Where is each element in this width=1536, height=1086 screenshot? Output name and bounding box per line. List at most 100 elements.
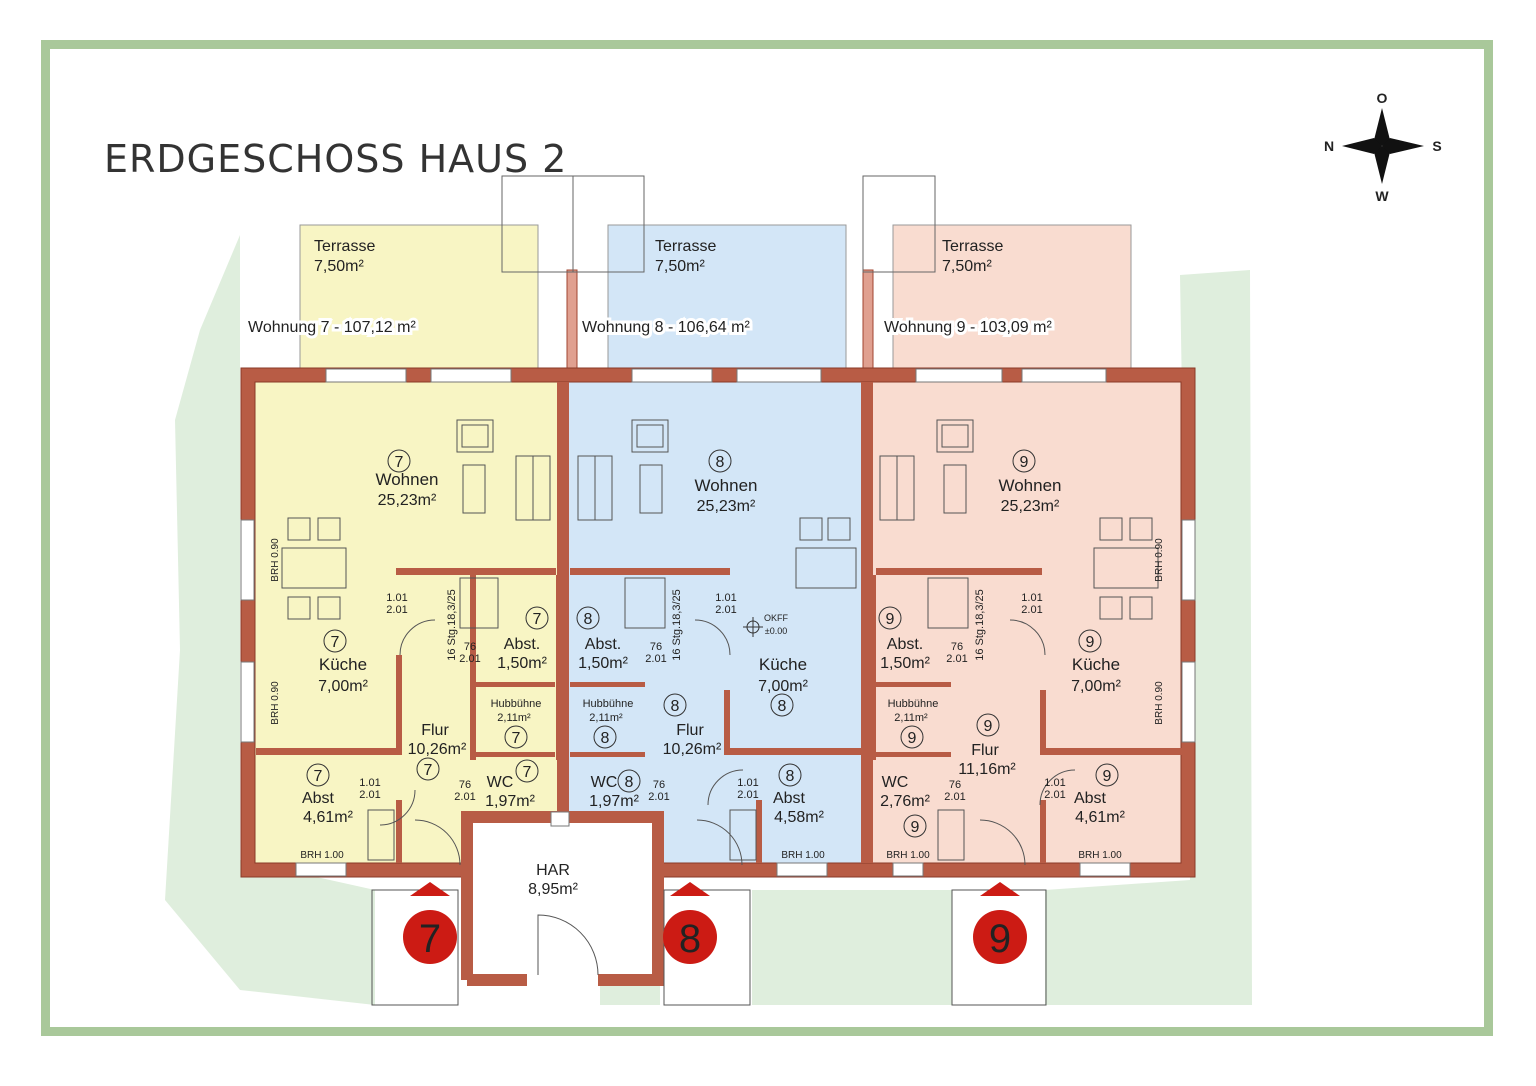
door-dim: 1.01 xyxy=(386,592,407,604)
wc-label: WC xyxy=(882,774,909,791)
okff-value: ±0.00 xyxy=(765,626,787,636)
kueche-area: 7,00m² xyxy=(758,678,808,695)
entry-arrow-icon xyxy=(410,882,450,896)
abstellraum-small-label: Abst. xyxy=(887,636,923,653)
unit-number-circle xyxy=(306,763,330,787)
windows-side xyxy=(240,519,1196,743)
unit-number-circle xyxy=(708,449,732,473)
door-dim: 2.01 xyxy=(454,791,475,803)
hubbuehne-label: Hubbühne xyxy=(583,698,634,710)
abstellraum-small-area: 1,50m² xyxy=(578,655,628,672)
entry-arrow-icon xyxy=(670,882,710,896)
unit-8-floor xyxy=(564,380,870,865)
entry-number: 7 xyxy=(419,917,441,961)
terrace-divider xyxy=(862,269,874,371)
unit-number: 9 xyxy=(1103,768,1112,785)
door-dim: 1.01 xyxy=(359,777,380,789)
garden-left xyxy=(165,235,375,1005)
unit-number-circle xyxy=(323,629,347,653)
unit-number: 7 xyxy=(424,762,433,779)
unit-number-circle xyxy=(525,606,549,630)
wc-label: WC xyxy=(487,774,514,791)
wohnen-area: 25,23m² xyxy=(697,498,756,515)
unit-number: 7 xyxy=(533,611,542,628)
garden-right xyxy=(1045,270,1252,1005)
terrasse-label: Terrasse xyxy=(942,238,1003,255)
unit-number-circle xyxy=(1078,629,1102,653)
garden-mid xyxy=(752,890,952,1005)
unit-number: 9 xyxy=(911,819,920,836)
terrasse-8 xyxy=(607,224,847,371)
terrasse-area: 7,50m² xyxy=(942,258,992,275)
door-dim: 2.01 xyxy=(737,789,758,801)
flur-label: Flur xyxy=(971,742,999,759)
unit-number: 9 xyxy=(984,718,993,735)
abstellraum-label: Abst xyxy=(773,790,806,807)
brh-label: BRH 0.90 xyxy=(1154,681,1165,725)
wc-area: 2,76m² xyxy=(880,793,930,810)
hubbuehne-area: 2,11m² xyxy=(894,712,928,724)
unit-number: 7 xyxy=(395,454,404,471)
unit-number-circle xyxy=(770,693,794,717)
door-dim: 2.01 xyxy=(1044,789,1065,801)
abstellraum-small-label: Abst. xyxy=(504,636,540,653)
unit-number-circle xyxy=(515,759,539,783)
wc-label: WC xyxy=(591,774,618,791)
terrasse-area: 7,50m² xyxy=(314,258,364,275)
unit-number-circle xyxy=(878,606,902,630)
door-dim: 1.01 xyxy=(1021,592,1042,604)
wc-area: 1,97m² xyxy=(589,793,639,810)
unit-number: 8 xyxy=(601,730,610,747)
door-dim: 76 xyxy=(653,779,665,791)
abstellraum-label: Abst xyxy=(302,790,335,807)
compass-icon: O N S W xyxy=(1324,90,1442,204)
wohnen-area: 25,23m² xyxy=(378,492,437,509)
okff-label: OKFF xyxy=(764,613,789,623)
compass-east: S xyxy=(1432,138,1441,154)
abstellraum-area: 4,58m² xyxy=(774,809,824,826)
unit-number: 8 xyxy=(778,698,787,715)
door-dim: 1.01 xyxy=(715,592,736,604)
unit-number: 7 xyxy=(331,634,340,651)
unit-number-circle xyxy=(1012,449,1036,473)
entry-number: 9 xyxy=(989,917,1011,961)
hubbuehne-label: Hubbühne xyxy=(491,698,542,710)
compass-south: W xyxy=(1375,188,1389,204)
har-room xyxy=(465,815,660,980)
entry-circle xyxy=(403,910,457,964)
unit-number: 8 xyxy=(625,774,634,791)
unit-number: 9 xyxy=(886,611,895,628)
brh-label: BRH 1.00 xyxy=(781,850,825,861)
door-dim: 2.01 xyxy=(459,653,480,665)
door-dim: 2.01 xyxy=(715,604,736,616)
wc-area: 1,97m² xyxy=(485,793,535,810)
wohnung-label: Wohnung 8 - 106,64 m² xyxy=(582,319,750,336)
unit-7-floor xyxy=(254,380,564,865)
hubbuehne-area: 2,11m² xyxy=(497,712,531,724)
door-dim: 2.01 xyxy=(386,604,407,616)
har-walls xyxy=(461,811,664,986)
kueche-area: 7,00m² xyxy=(1071,678,1121,695)
abstellraum-small-area: 1,50m² xyxy=(497,655,547,672)
unit-number: 8 xyxy=(584,611,593,628)
flur-label: Flur xyxy=(421,722,449,739)
flur-label: Flur xyxy=(676,722,704,739)
terrasse-area: 7,50m² xyxy=(655,258,705,275)
unit-number: 9 xyxy=(1020,454,1029,471)
unit-number: 9 xyxy=(1086,634,1095,651)
entry-circle xyxy=(973,910,1027,964)
unit-number-circle xyxy=(778,763,802,787)
compass-west: N xyxy=(1324,138,1334,154)
outer-walls xyxy=(241,368,1195,877)
door-dim: 76 xyxy=(951,641,963,653)
unit-number-circle xyxy=(900,725,924,749)
entry-marker-7: 7 xyxy=(403,882,457,964)
wohnen-area: 25,23m² xyxy=(1001,498,1060,515)
har-window xyxy=(550,811,570,827)
flur-area: 10,26m² xyxy=(663,741,722,758)
door-dim: 2.01 xyxy=(645,653,666,665)
brh-label: BRH 1.00 xyxy=(1078,850,1122,861)
door-swings xyxy=(379,619,1076,866)
door-dim: 76 xyxy=(949,779,961,791)
